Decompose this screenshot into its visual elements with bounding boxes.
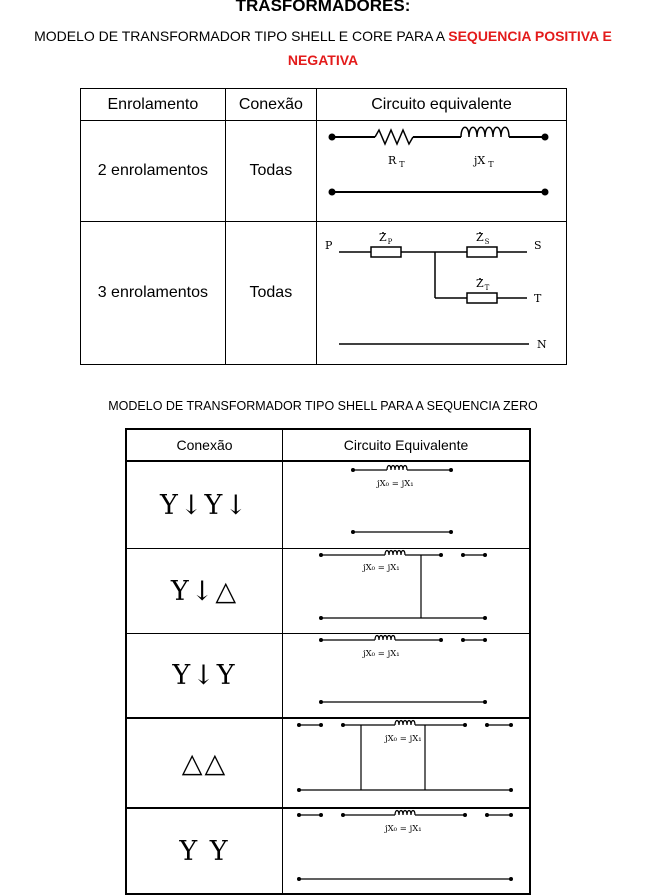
label-s: S xyxy=(534,239,542,252)
equation-label: jX₀ = jX₁ xyxy=(376,479,414,489)
cell-circuit: jX₀ = jX₁ xyxy=(282,717,531,809)
cell-circuit: P S T N ZP ZS ZT xyxy=(316,221,567,365)
cell-circuit: jX₀ = jX₁ xyxy=(282,460,531,549)
table-header-row: Conexão Circuito Equivalente xyxy=(125,428,531,462)
table-header-row: Enrolamento Conexão Circuito equivalente xyxy=(80,88,567,121)
label-t: T xyxy=(534,292,542,305)
table-row: Y↓Y jX₀ = jX₁ xyxy=(125,633,531,719)
connection-symbol: Y Y xyxy=(125,807,283,895)
zero-sequence-table: Conexão Circuito Equivalente Y↓Y↓ jX₀ = … xyxy=(125,428,531,895)
positive-negative-sequence-table: Enrolamento Conexão Circuito equivalente… xyxy=(80,88,567,365)
zero-sequence-circuit-yy-ungrounded: jX₀ = jX₁ xyxy=(297,809,513,881)
zero-sequence-circuit-y-grounded-delta: jX₀ = jX₁ xyxy=(319,549,487,620)
cell-conexao: Todas xyxy=(224,120,318,222)
table-row: Y↓Y↓ jX₀ = jX₁ xyxy=(125,460,531,549)
connection-symbol: Y↓Y xyxy=(125,633,283,719)
header-conexao: Conexão xyxy=(125,428,283,462)
cell-circuit: jX₀ = jX₁ xyxy=(282,548,531,634)
subtitle-highlight: SEQUENCIA POSITIVA E NEGATIVA xyxy=(287,28,612,68)
zero-sequence-circuit-yy-grounded: jX₀ = jX₁ xyxy=(351,464,453,534)
cell-circuit: jX₀ = jX₁ xyxy=(282,807,531,895)
connection-symbol: Y↓Y↓ xyxy=(125,460,283,549)
equation-label: jX₀ = jX₁ xyxy=(362,563,400,573)
table-row: △△ jX₀ = jX₁ xyxy=(125,717,531,809)
zero-sequence-circuit-y-grounded-y: jX₀ = jX₁ xyxy=(319,634,487,704)
cell-enrolamento: 3 enrolamentos xyxy=(80,221,226,365)
zero-sequence-circuit-delta-delta: jX₀ = jX₁ xyxy=(297,719,513,792)
equation-label: jX₀ = jX₁ xyxy=(362,649,400,659)
three-winding-circuit-diagram: P S T N ZP ZS ZT xyxy=(325,231,547,351)
table-row: 3 enrolamentos Todas P S T xyxy=(80,221,567,365)
header-circuito: Circuito equivalente xyxy=(316,88,567,121)
header-enrolamento: Enrolamento xyxy=(80,88,226,121)
page-title: TRASFORMADORES: xyxy=(235,0,411,15)
subtitle-prefix: MODELO DE TRANSFORMADOR TIPO SHELL E COR… xyxy=(34,28,449,44)
label-n: N xyxy=(537,338,547,351)
table-row: Y↓△ jX₀ = jX₁ xyxy=(125,548,531,634)
cell-conexao: Todas xyxy=(224,221,318,365)
page-subtitle: MODELO DE TRANSFORMADOR TIPO SHELL E COR… xyxy=(0,24,646,72)
equation-label: jX₀ = jX₁ xyxy=(384,824,422,834)
table-row: Y Y jX₀ = jX₁ xyxy=(125,807,531,895)
connection-symbol: △△ xyxy=(125,717,283,809)
equation-label: jX₀ = jX₁ xyxy=(384,734,422,744)
label-p: P xyxy=(325,239,333,252)
header-circuito: Circuito Equivalente xyxy=(282,428,531,462)
connection-symbol: Y↓△ xyxy=(125,548,283,634)
cell-enrolamento: 2 enrolamentos xyxy=(80,120,226,222)
label-zt: ZT xyxy=(476,277,490,292)
cell-circuit: jX₀ = jX₁ xyxy=(282,633,531,719)
section-zero-sequence-title: MODELO DE TRANSFORMADOR TIPO SHELL PARA … xyxy=(108,399,538,413)
label-zp: ZP xyxy=(379,231,393,246)
label-zs: ZS xyxy=(476,231,490,246)
header-conexao: Conexão xyxy=(224,88,318,121)
